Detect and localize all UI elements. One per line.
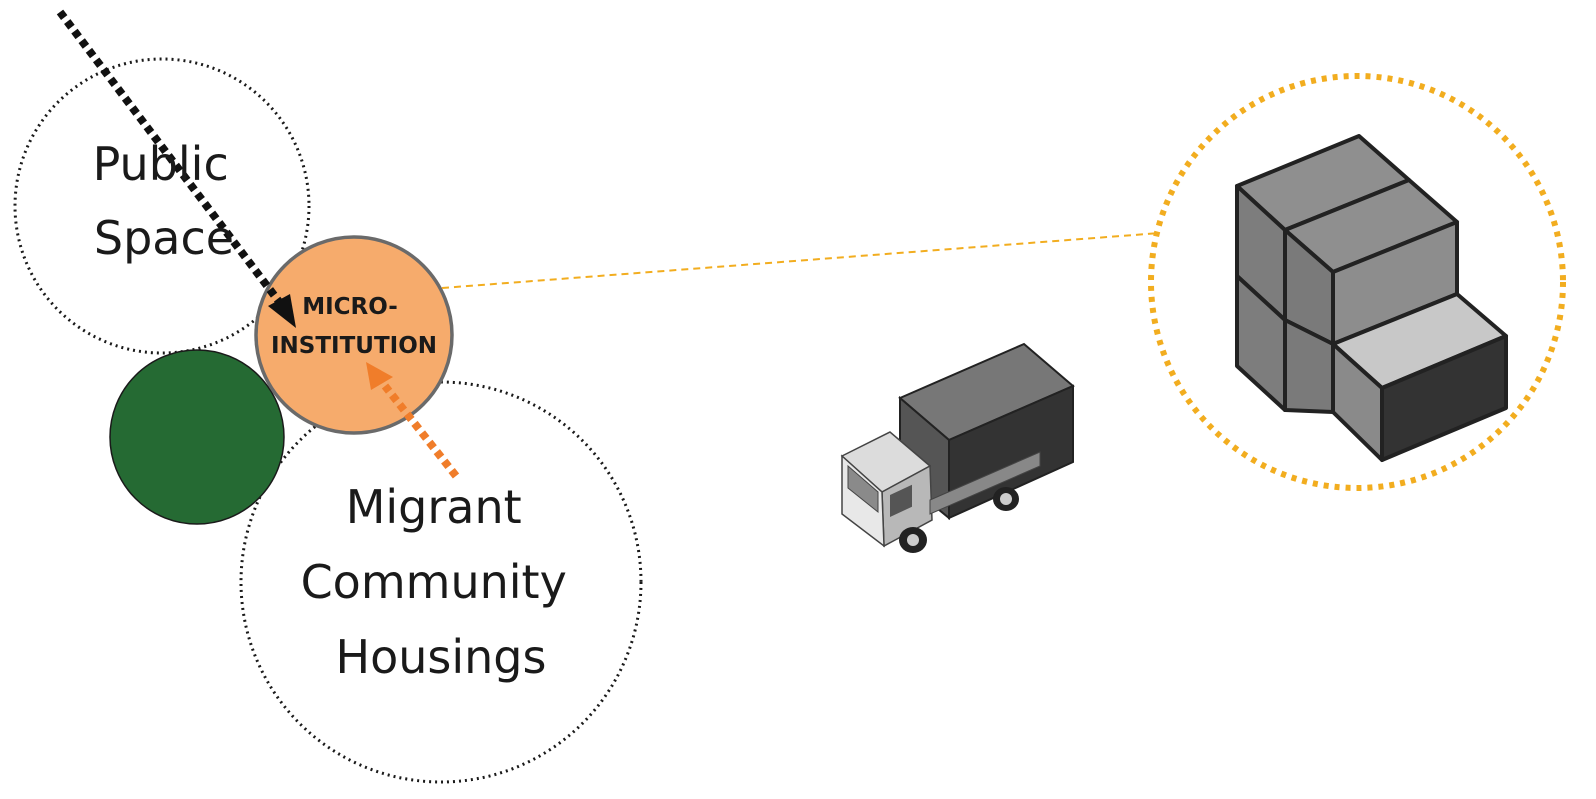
micro-institution-label: MICRO- INSTITUTION: [271, 294, 437, 359]
public-flow-arrow: [56, 9, 284, 306]
stacked-boxes-icon: [1235, 134, 1508, 462]
green-space-circle: [109, 349, 285, 525]
zoom-ring: [1148, 73, 1566, 491]
public-space-label: Public Space: [93, 137, 244, 265]
migrant-flow-arrowhead: [366, 362, 393, 390]
micro-institution-circle: [254, 235, 454, 435]
zoom-connector-line: [441, 232, 1161, 289]
migrant-housing-label: Migrant Community Housings: [301, 480, 582, 684]
public-space-circle: [13, 57, 311, 355]
public-flow-arrowhead: [268, 294, 296, 328]
truck-icon: [840, 342, 1075, 553]
